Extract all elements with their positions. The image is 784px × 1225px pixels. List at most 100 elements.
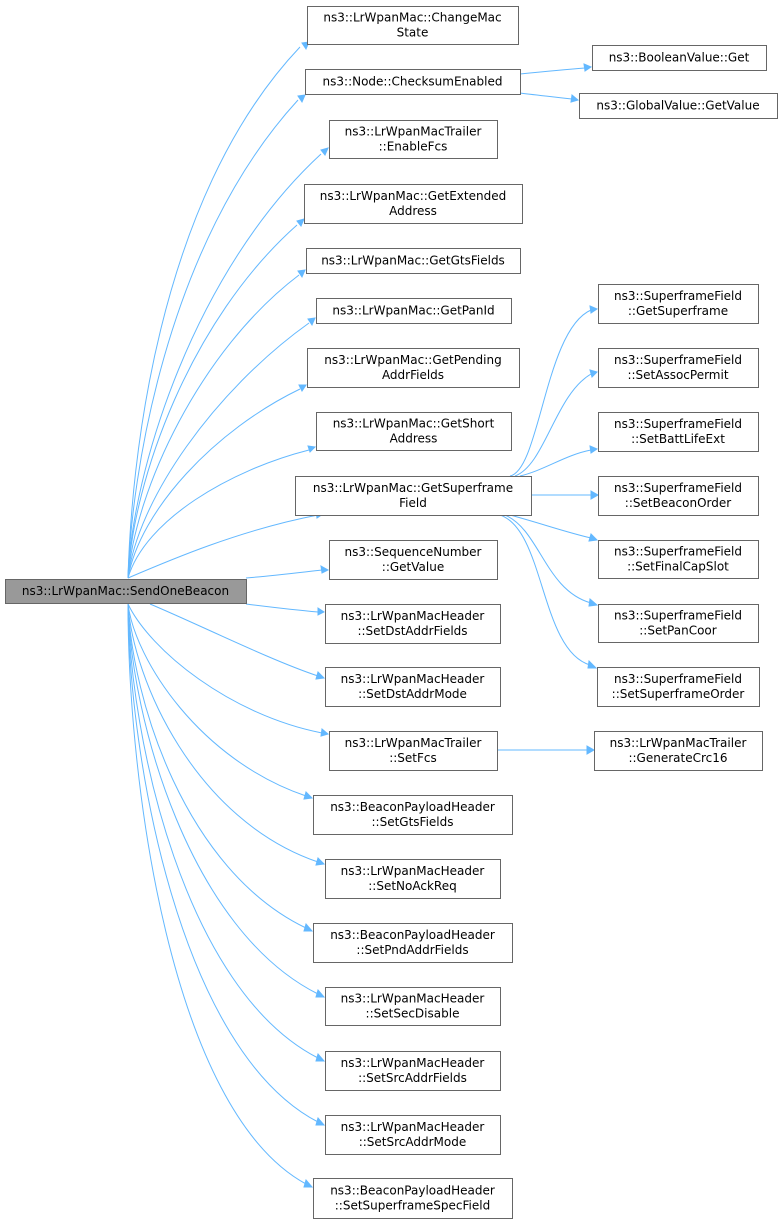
node-label-line: ns3::SuperframeField	[614, 609, 742, 623]
node-label-line: ::SetFcs	[389, 751, 437, 765]
node-box	[313, 795, 513, 835]
node-box	[5, 579, 247, 604]
node-label-line: ::GetValue	[382, 560, 444, 574]
edge-getsf-to-sf_pancoor	[504, 514, 599, 607]
node-sf_batt[interactable]: ns3::SuperframeField::SetBattLifeExt	[598, 412, 759, 452]
node-label-line: ns3::LrWpanMacHeader	[341, 1056, 485, 1070]
arrowhead-icon	[590, 490, 600, 500]
node-label-line: ns3::SuperframeField	[614, 672, 742, 686]
node-checksum[interactable]: ns3::Node::ChecksumEnabled	[305, 69, 521, 95]
node-box	[592, 45, 767, 71]
node-label-line: ::SetSecDisable	[366, 1007, 460, 1021]
node-box	[295, 476, 532, 516]
node-label-line: ns3::BooleanValue::Get	[609, 51, 750, 65]
edge-line	[127, 388, 301, 579]
arrowhead-icon	[570, 94, 580, 103]
node-label-line: ns3::LrWpanMac::GetPending	[324, 353, 501, 367]
node-bp_gts[interactable]: ns3::BeaconPayloadHeader::SetGtsFields	[313, 795, 513, 835]
arrowhead-icon	[307, 317, 316, 327]
node-label-line: ns3::LrWpanMac::GetGtsFields	[321, 254, 505, 268]
node-label-line: ns3::LrWpanMac::GetShort	[333, 417, 495, 431]
node-label-line: ns3::LrWpanMacTrailer	[345, 736, 482, 750]
node-enablefcs[interactable]: ns3::LrWpanMacTrailer::EnableFcs	[329, 120, 498, 159]
edge-line	[127, 449, 310, 579]
node-setfcs[interactable]: ns3::LrWpanMacTrailer::SetFcs	[329, 731, 498, 771]
node-box	[313, 1178, 513, 1219]
node-bp_sfspec[interactable]: ns3::BeaconPayloadHeader::SetSuperframeS…	[313, 1178, 513, 1219]
node-label-line: ns3::LrWpanMacTrailer	[610, 736, 747, 750]
edge-line	[509, 514, 592, 539]
node-sf_finalcap[interactable]: ns3::SuperframeField::SetFinalCapSlot	[598, 540, 759, 579]
node-box	[325, 987, 501, 1026]
edge-root-to-bp_sfspec	[127, 603, 314, 1188]
edge-setfcs-to-gencrc	[497, 745, 596, 755]
edge-root-to-checksum	[127, 94, 306, 579]
edge-getsf-to-sf_sforder	[499, 514, 598, 669]
node-label-line: AddrFields	[382, 368, 444, 382]
node-sf_sforder[interactable]: ns3::SuperframeField::SetSuperframeOrder	[597, 667, 760, 707]
edge-line	[519, 449, 592, 477]
node-box	[598, 284, 759, 324]
edge-root-to-getext	[127, 218, 305, 579]
node-root[interactable]: ns3::LrWpanMac::SendOneBeacon	[5, 579, 247, 604]
edge-line	[504, 514, 592, 604]
node-sf_getsuper[interactable]: ns3::SuperframeField::GetSuperframe	[598, 284, 759, 324]
node-gencrc[interactable]: ns3::LrWpanMacTrailer::GenerateCrc16	[594, 731, 763, 771]
edge-root-to-setnoack	[127, 603, 326, 866]
node-setdstfields[interactable]: ns3::LrWpanMacHeader::SetDstAddrFields	[325, 604, 501, 644]
node-label-line: ns3::LrWpanMacHeader	[341, 864, 485, 878]
node-label-line: ::SetDstAddrMode	[358, 687, 467, 701]
node-setsrcmode[interactable]: ns3::LrWpanMacHeader::SetSrcAddrMode	[325, 1115, 501, 1155]
node-setnoack[interactable]: ns3::LrWpanMacHeader::SetNoAckReq	[325, 859, 501, 899]
node-box	[579, 93, 778, 119]
edge-getsf-to-sf_finalcap	[509, 514, 599, 542]
node-label-line: ns3::LrWpanMac::GetPanId	[332, 304, 494, 318]
node-label-line: ::SetNoAckReq	[368, 879, 456, 893]
node-setdstmode[interactable]: ns3::LrWpanMacHeader::SetDstAddrMode	[325, 667, 501, 707]
node-box	[598, 540, 759, 579]
node-sf_assoc[interactable]: ns3::SuperframeField::SetAssocPermit	[598, 348, 759, 388]
edge-line	[127, 153, 322, 579]
arrowhead-icon	[315, 1052, 326, 1062]
node-sf_pancoor[interactable]: ns3::SuperframeField::SetPanCoor	[598, 604, 759, 643]
node-label-line: ::SetBeaconOrder	[625, 496, 731, 510]
arrowhead-icon	[587, 659, 598, 669]
node-label-line: Address	[390, 432, 438, 446]
node-setsecdis[interactable]: ns3::LrWpanMacHeader::SetSecDisable	[325, 987, 501, 1026]
edge-root-to-setdstmode	[149, 603, 326, 680]
call-edges	[127, 41, 600, 1188]
node-sf_beacon[interactable]: ns3::SuperframeField::SetBeaconOrder	[598, 476, 759, 516]
node-label-line: ns3::SuperframeField	[614, 417, 742, 431]
edge-line	[519, 92, 573, 100]
node-label-line: ::SetAssocPermit	[627, 368, 728, 382]
edge-line	[127, 274, 300, 579]
arrowhead-icon	[589, 369, 598, 378]
node-globalget[interactable]: ns3::GlobalValue::GetValue	[579, 93, 778, 119]
edge-root-to-bp_pnd	[127, 603, 314, 932]
node-label-line: ns3::LrWpanMac::ChangeMac	[323, 11, 501, 25]
node-boolget[interactable]: ns3::BooleanValue::Get	[592, 45, 767, 71]
node-box	[325, 1115, 501, 1155]
node-setsrcfields[interactable]: ns3::LrWpanMacHeader::SetSrcAddrFields	[325, 1051, 501, 1091]
arrowhead-icon	[588, 598, 599, 607]
node-label-line: ::SetSuperframeSpecField	[335, 1199, 490, 1213]
arrowhead-icon	[296, 218, 305, 227]
arrowhead-icon	[317, 607, 325, 616]
node-label-line: ::SetFinalCapSlot	[627, 560, 729, 574]
node-getpanid[interactable]: ns3::LrWpanMac::GetPanId	[316, 298, 512, 324]
node-bp_pnd[interactable]: ns3::BeaconPayloadHeader::SetPndAddrFiel…	[313, 923, 513, 963]
edge-getsf-to-sf_beacon	[531, 490, 600, 500]
node-label-line: ns3::LrWpanMacHeader	[341, 609, 485, 623]
node-box	[325, 859, 501, 899]
edge-root-to-seqget	[245, 565, 330, 579]
node-seqget[interactable]: ns3::SequenceNumber::GetValue	[329, 540, 498, 580]
node-getgts[interactable]: ns3::LrWpanMac::GetGtsFields	[306, 248, 521, 274]
edge-line	[127, 603, 323, 734]
arrowhead-icon	[307, 445, 317, 453]
node-box	[325, 1051, 501, 1091]
